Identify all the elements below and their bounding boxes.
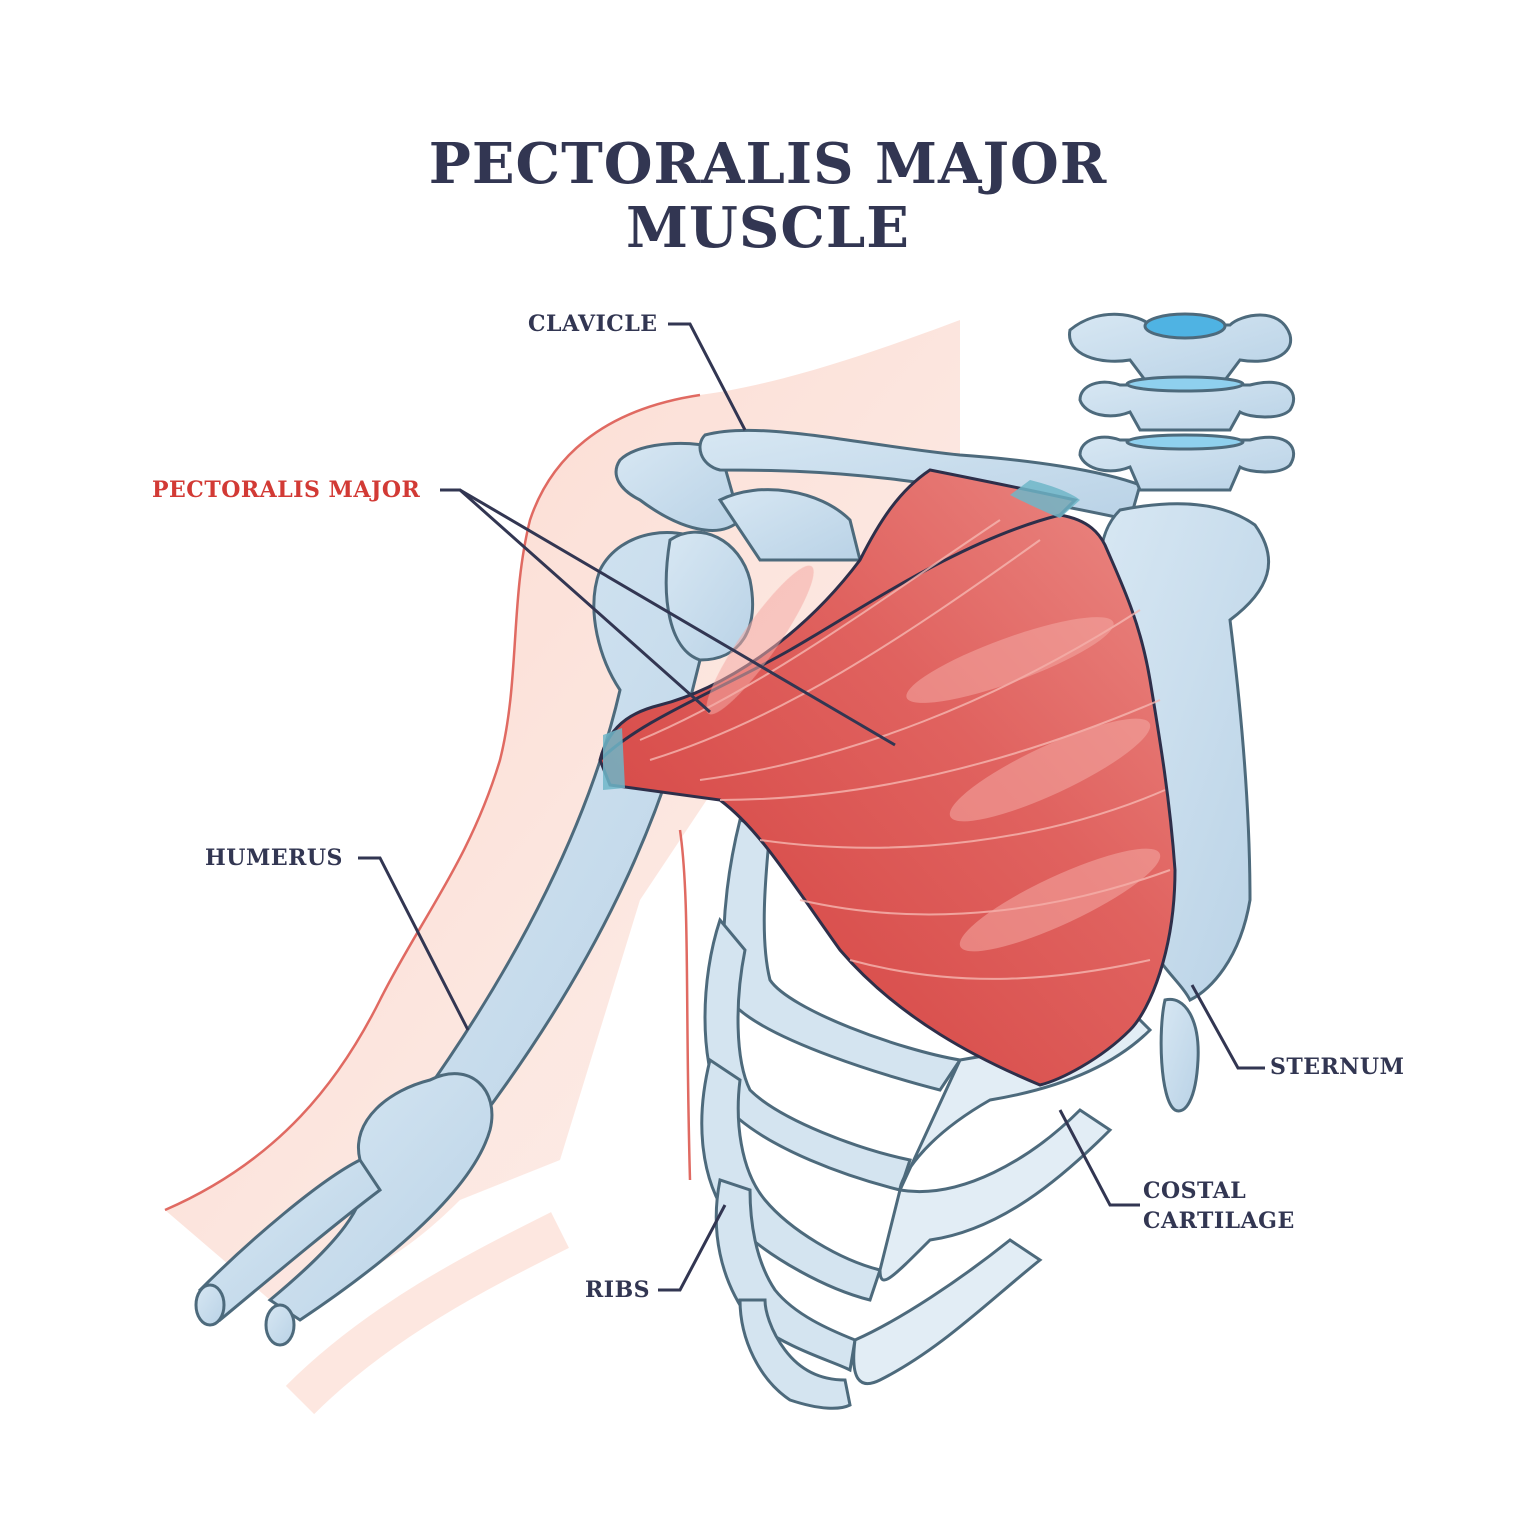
vertebrae	[1068, 312, 1296, 492]
leader-line-ribs	[658, 1204, 727, 1292]
leader-line-clavicle	[668, 322, 747, 431]
label-sternum: STERNUM	[1270, 1054, 1405, 1080]
leader-line-sternum	[1190, 984, 1265, 1070]
leader-line-humerus	[358, 856, 470, 1031]
label-costal-line-2: CARTILAGE	[1143, 1208, 1295, 1234]
page-title: PECTORALIS MAJOR MUSCLE	[0, 132, 1536, 260]
label-pectoralis-major: PECTORALIS MAJOR	[152, 477, 421, 503]
label-costal-line-1: COSTAL	[1143, 1178, 1247, 1204]
scapula-bone	[614, 442, 862, 662]
skin-silhouette	[164, 320, 960, 1415]
title-line-2: MUSCLE	[626, 195, 910, 261]
label-costal-cartilage: COSTAL CARTILAGE	[1143, 1176, 1295, 1236]
label-humerus: HUMERUS	[205, 845, 343, 871]
leader-lines	[358, 322, 1265, 1292]
humerus-bone	[194, 531, 745, 1347]
label-clavicle: CLAVICLE	[528, 311, 658, 337]
pectoralis-major-muscle	[598, 468, 1177, 1087]
leader-line-costal	[1058, 1109, 1140, 1207]
title-line-1: PECTORALIS MAJOR	[428, 131, 1108, 197]
label-ribs: RIBS	[585, 1277, 651, 1303]
